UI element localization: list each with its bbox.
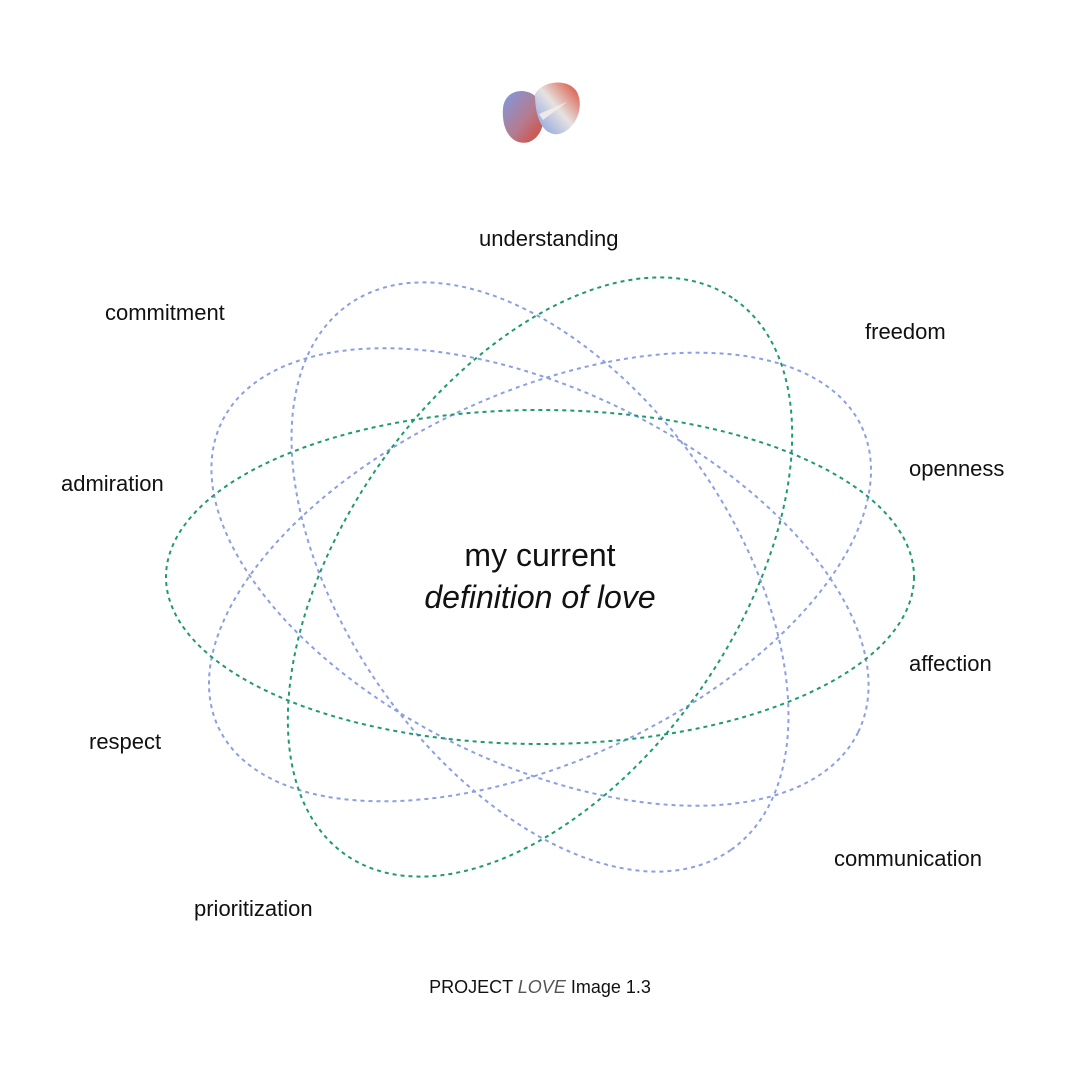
center-title-line2: definition of love (424, 579, 656, 615)
term-communication: communication (834, 846, 982, 871)
green-ellipse-steep (286, 276, 794, 878)
term-commitment: commitment (105, 300, 225, 325)
green-ellipse-horizontal (165, 409, 915, 745)
blue-ellipse-steep (290, 281, 790, 873)
center-title: my current definition of love (340, 534, 740, 618)
center-title-line1: my current (464, 537, 616, 573)
term-prioritization: prioritization (194, 896, 313, 921)
love-logo-icon (502, 82, 580, 143)
blue-ellipse-shallow-left (210, 347, 870, 807)
blue-ellipse-shallow-right (207, 351, 873, 803)
term-freedom: freedom (865, 319, 946, 344)
term-admiration: admiration (61, 471, 164, 496)
caption-prefix: PROJECT (429, 977, 513, 997)
term-affection: affection (909, 651, 992, 676)
term-respect: respect (89, 729, 162, 754)
term-openness: openness (909, 456, 1005, 481)
caption-suffix: Image 1.3 (570, 977, 651, 997)
term-understanding: understanding (479, 226, 619, 251)
caption: PROJECT LOVE Image 1.3 (340, 975, 740, 999)
caption-italic-word: LOVE (517, 977, 566, 997)
